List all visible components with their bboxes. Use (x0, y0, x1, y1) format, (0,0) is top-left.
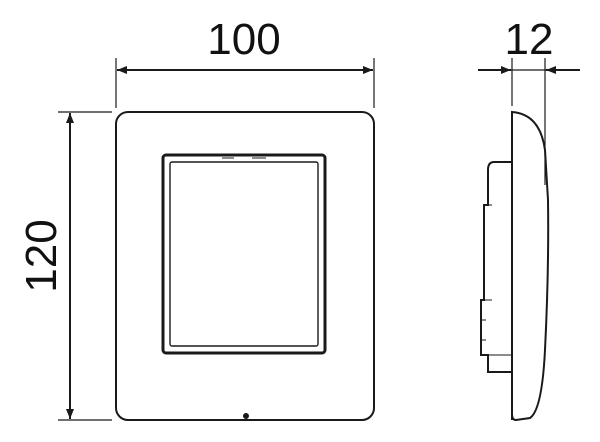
front-plate-outline (115, 111, 375, 421)
width-label: 100 (207, 15, 280, 64)
depth-label: 12 (505, 15, 554, 64)
side-plate-profile (511, 110, 550, 422)
button-frame-inner (169, 161, 319, 347)
front-view (115, 111, 375, 421)
height-label: 120 (17, 219, 66, 292)
height-dimension (58, 111, 112, 421)
button-frame-outer (161, 153, 327, 355)
width-dimension (115, 58, 375, 108)
side-box-body (480, 161, 512, 373)
screw-notch (243, 413, 249, 419)
depth-dimension (478, 58, 580, 185)
side-view (480, 110, 550, 422)
